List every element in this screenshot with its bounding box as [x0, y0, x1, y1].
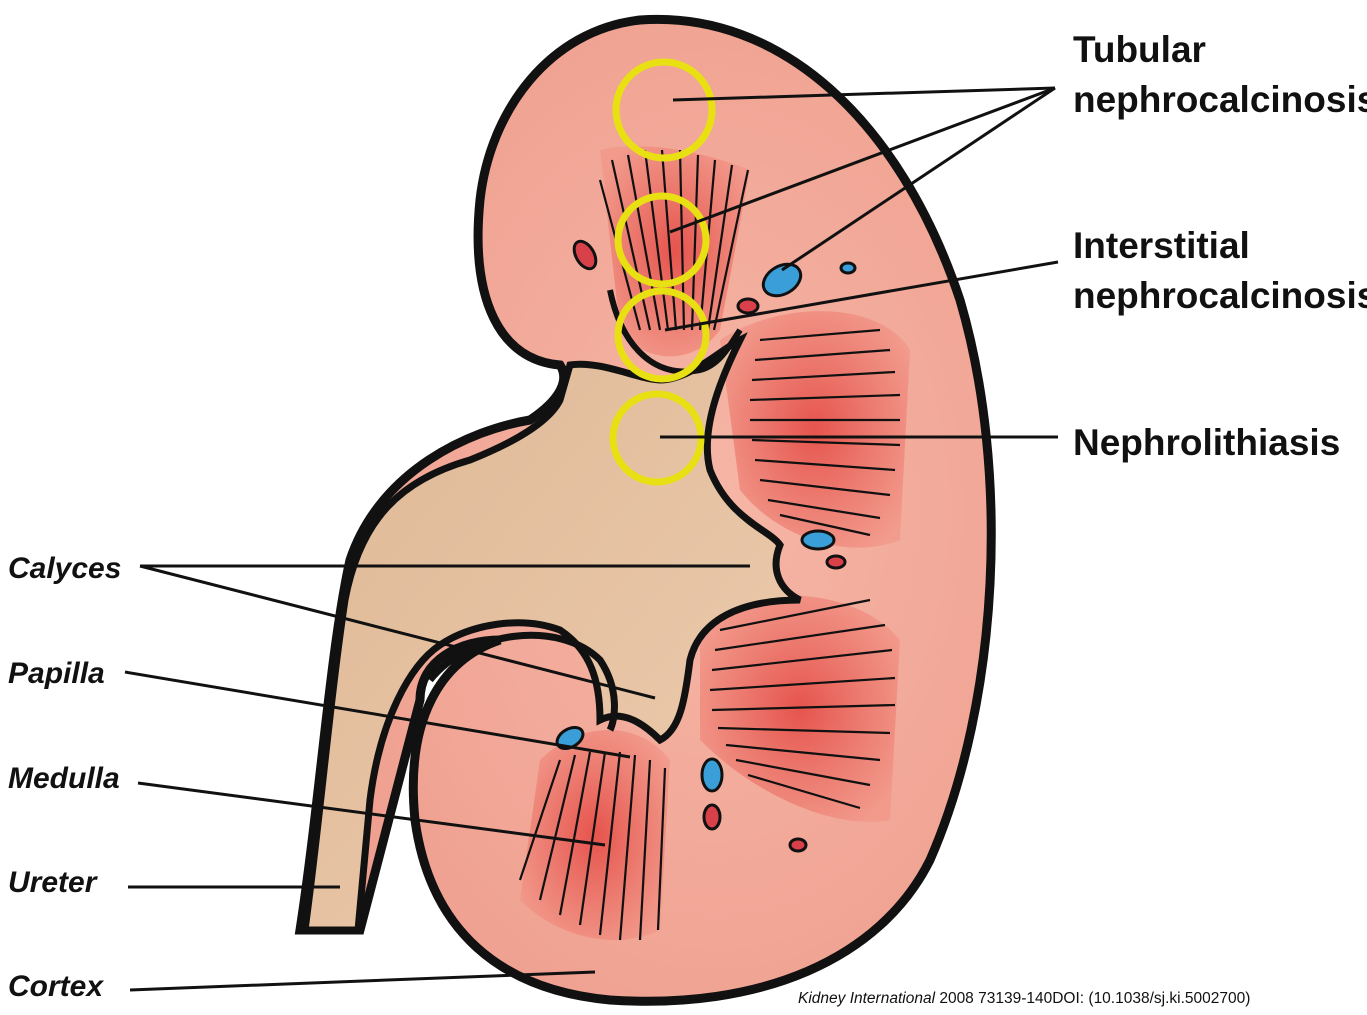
label-tubular-line2: nephrocalcinosis [1073, 79, 1367, 120]
label-nephrolithiasis: Nephrolithiasis [1073, 422, 1340, 463]
medulla-lower [520, 730, 670, 940]
citation-details: 2008 73139-140DOI: (10.1038/sj.ki.500270… [935, 990, 1250, 1007]
label-papilla: Papilla [8, 657, 105, 690]
label-interstitial-line1: Interstitial [1073, 225, 1250, 266]
label-ureter: Ureter [8, 866, 99, 899]
citation: Kidney International 2008 73139-140DOI: … [798, 990, 1250, 1008]
label-calyces: Calyces [8, 552, 121, 585]
label-medulla: Medulla [8, 762, 120, 795]
label-interstitial-line2: nephrocalcinosis [1073, 275, 1367, 316]
label-tubular-line1: Tubular [1073, 29, 1206, 70]
citation-journal: Kidney International [798, 990, 935, 1007]
label-cortex: Cortex [8, 970, 104, 1003]
